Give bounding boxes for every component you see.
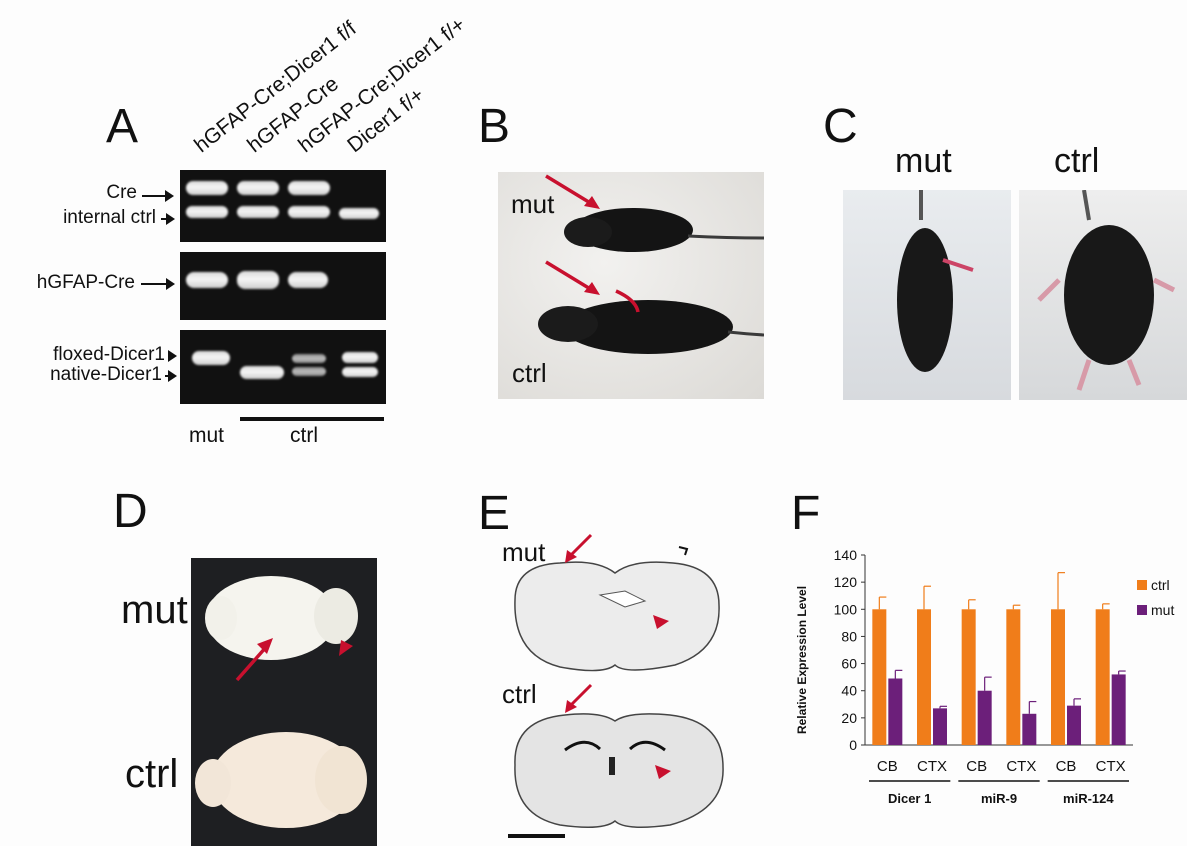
bar-ctrl — [917, 609, 931, 745]
label-floxed-dicer1: floxed-Dicer1 — [53, 344, 165, 365]
y-tick-label: 20 — [841, 710, 857, 726]
ctrl-bracket-line — [240, 417, 384, 421]
category-label: CTX — [1096, 758, 1126, 775]
mice-illustration-b — [538, 208, 764, 354]
bar-mut — [1022, 713, 1037, 745]
arrow-native-dicer1 — [165, 370, 177, 382]
gel-dicer1 — [180, 330, 386, 404]
legend-swatch-mut — [1137, 605, 1147, 615]
bar-ctrl — [961, 609, 976, 745]
y-tick-label: 120 — [834, 574, 858, 590]
red-arrow-icon — [545, 174, 600, 209]
gel-hgfap-cre — [180, 252, 386, 320]
bar-ctrl — [1095, 609, 1110, 745]
bar-ctrl — [1006, 609, 1021, 745]
label-mut-c: mut — [895, 142, 952, 180]
panel-c-letter: C — [823, 100, 858, 153]
gel-cre-internal — [180, 170, 386, 242]
label-native-dicer1: native-Dicer1 — [50, 364, 162, 385]
arrow-floxed-dicer1 — [168, 350, 177, 362]
arrow-internal-ctrl — [161, 213, 175, 225]
group-label: miR-124 — [1063, 791, 1114, 806]
arrow-cre — [142, 190, 174, 202]
label-mut-e: mut — [502, 537, 546, 567]
label-internal-ctrl: internal ctrl — [63, 207, 156, 228]
group-label: miR-9 — [981, 791, 1017, 806]
panel-b-letter: B — [478, 100, 511, 153]
group-label: Dicer 1 — [888, 791, 931, 806]
bar-mut — [933, 708, 947, 745]
category-label: CTX — [1006, 758, 1036, 775]
panel-a-letter: A — [106, 100, 139, 153]
mice-photo-b — [498, 172, 764, 399]
brain-sections-e — [514, 533, 724, 828]
hanging-mouse-ctrl — [1037, 190, 1176, 391]
label-cre: Cre — [106, 182, 137, 203]
label-mut-d: mut — [121, 588, 188, 632]
label-ctrl-e: ctrl — [502, 679, 537, 709]
scale-bar — [508, 834, 565, 838]
y-tick-label: 80 — [841, 628, 857, 644]
y-tick-label: 100 — [834, 601, 858, 617]
y-tick-label: 140 — [834, 547, 858, 563]
bar-ctrl — [1051, 609, 1065, 745]
label-hgfap-cre: hGFAP-Cre — [36, 272, 135, 293]
y-axis-label: Relative Expression Level — [795, 586, 809, 734]
bar-mut — [1111, 674, 1126, 745]
brain-illustration-d — [195, 576, 367, 828]
y-tick-label: 60 — [841, 656, 857, 672]
arrow-hgfap-cre — [141, 278, 175, 290]
label-ctrl-d: ctrl — [125, 752, 179, 796]
category-label: CB — [966, 758, 987, 775]
legend-label-mut: mut — [1151, 602, 1174, 618]
panel-f-letter: F — [791, 487, 821, 540]
bar-ctrl — [872, 609, 887, 745]
y-tick-label: 40 — [841, 683, 857, 699]
hanging-mouse-mut — [897, 190, 974, 372]
red-arrow-icon — [545, 260, 600, 295]
category-label: CB — [1056, 758, 1077, 775]
label-ctrl-b: ctrl — [512, 358, 547, 388]
bar-mut — [977, 690, 992, 745]
panel-d-letter: D — [113, 485, 148, 538]
label-ctrl-c: ctrl — [1054, 142, 1100, 180]
label-mut-b: mut — [511, 189, 555, 219]
bar-mut — [1067, 705, 1081, 745]
label-mut-a: mut — [189, 424, 225, 447]
mouse-photo-c-ctrl — [1019, 190, 1187, 400]
category-label: CB — [877, 758, 898, 775]
y-tick-label: 0 — [849, 737, 857, 753]
label-ctrl-a: ctrl — [290, 424, 318, 447]
brain-photo-d — [191, 558, 377, 846]
category-label: CTX — [917, 758, 947, 775]
mouse-photo-c-mut — [843, 190, 1011, 400]
bar-mut — [888, 678, 903, 745]
panel-e-letter: E — [478, 487, 511, 540]
legend-label-ctrl: ctrl — [1151, 577, 1170, 593]
legend-swatch-ctrl — [1137, 580, 1147, 590]
